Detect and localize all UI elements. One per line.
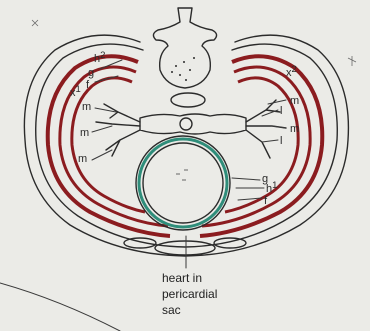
label-l-right-1: l (280, 105, 282, 117)
label-m-left-3: m (78, 153, 87, 165)
heart (143, 143, 223, 223)
caption-line-3: sac (162, 303, 181, 317)
pericardial-sac-green (139, 139, 227, 227)
bronchial-tree (96, 100, 286, 158)
aorta (171, 93, 205, 107)
costal-cartilage-left (124, 238, 156, 248)
label-l-right-2: l (280, 135, 282, 147)
vertebra (153, 8, 216, 88)
label-m-left-2: m (80, 127, 89, 139)
sternum (155, 241, 215, 255)
caption-line-1: heart in (162, 271, 202, 285)
label-m-right-1: m (290, 95, 299, 107)
pericardial-sac-outer (136, 136, 230, 230)
label-h2: h2 (94, 50, 105, 65)
label-g-left: g (88, 67, 94, 79)
label-m-right-2: m (290, 123, 299, 135)
heart-center-mark (176, 170, 188, 180)
stray-star-marks (32, 20, 356, 66)
caption-line-2: pericardial (162, 287, 217, 301)
label-h1: h1 (266, 180, 277, 195)
paper-fold-line (0, 283, 120, 331)
label-x1: x1 (70, 84, 81, 99)
label-m-left-1: m (82, 101, 91, 113)
label-x2: x2 (286, 64, 297, 79)
costal-cartilage-right (214, 238, 246, 248)
